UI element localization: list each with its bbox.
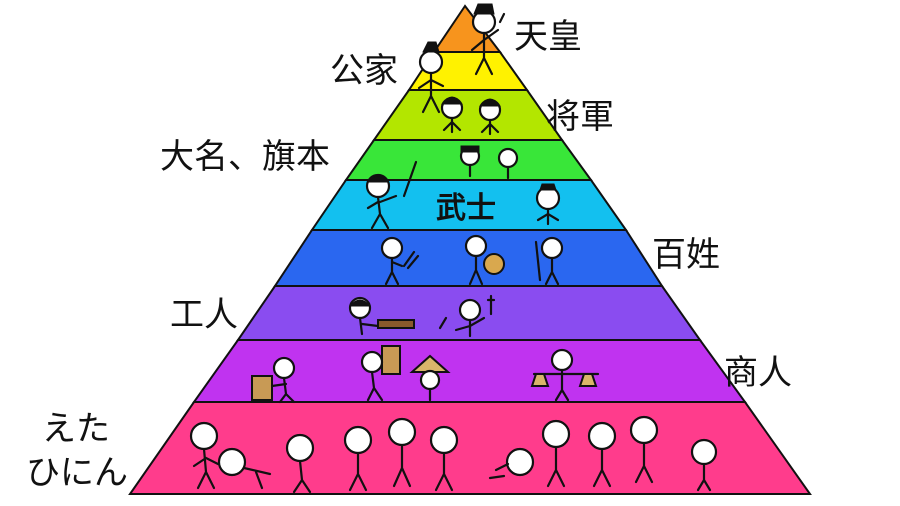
label-eta-line1: えた	[42, 409, 110, 449]
tier-shogun	[372, 89, 564, 141]
emperor-figure	[470, 3, 506, 76]
outcast-figures	[189, 415, 718, 494]
label-shogun: 将軍	[546, 97, 614, 137]
label-hyakusho: 百姓	[652, 235, 720, 275]
merchant-figures	[251, 345, 600, 404]
label-kojin: 工人	[170, 295, 238, 335]
label-kuge: 公家	[330, 51, 398, 91]
label-tenno: 天皇	[514, 17, 582, 57]
figures	[189, 3, 718, 494]
daimyo-figures	[459, 145, 519, 180]
label-eta-line2: ひにん	[26, 453, 128, 493]
craftsman-figures	[348, 294, 496, 338]
label-daimyo: 大名、旗本	[160, 137, 330, 177]
samurai-figures	[365, 160, 561, 230]
noble-figure	[417, 41, 445, 114]
farmer-figures	[380, 234, 564, 286]
label-bushi: 武士	[436, 191, 496, 226]
tier-labels: 天皇 公家 将軍 大名、旗本 武士 百姓 工人 商人 えた ひにん	[26, 17, 792, 493]
label-shonin: 商人	[724, 353, 792, 393]
shogun-figures	[440, 96, 502, 136]
